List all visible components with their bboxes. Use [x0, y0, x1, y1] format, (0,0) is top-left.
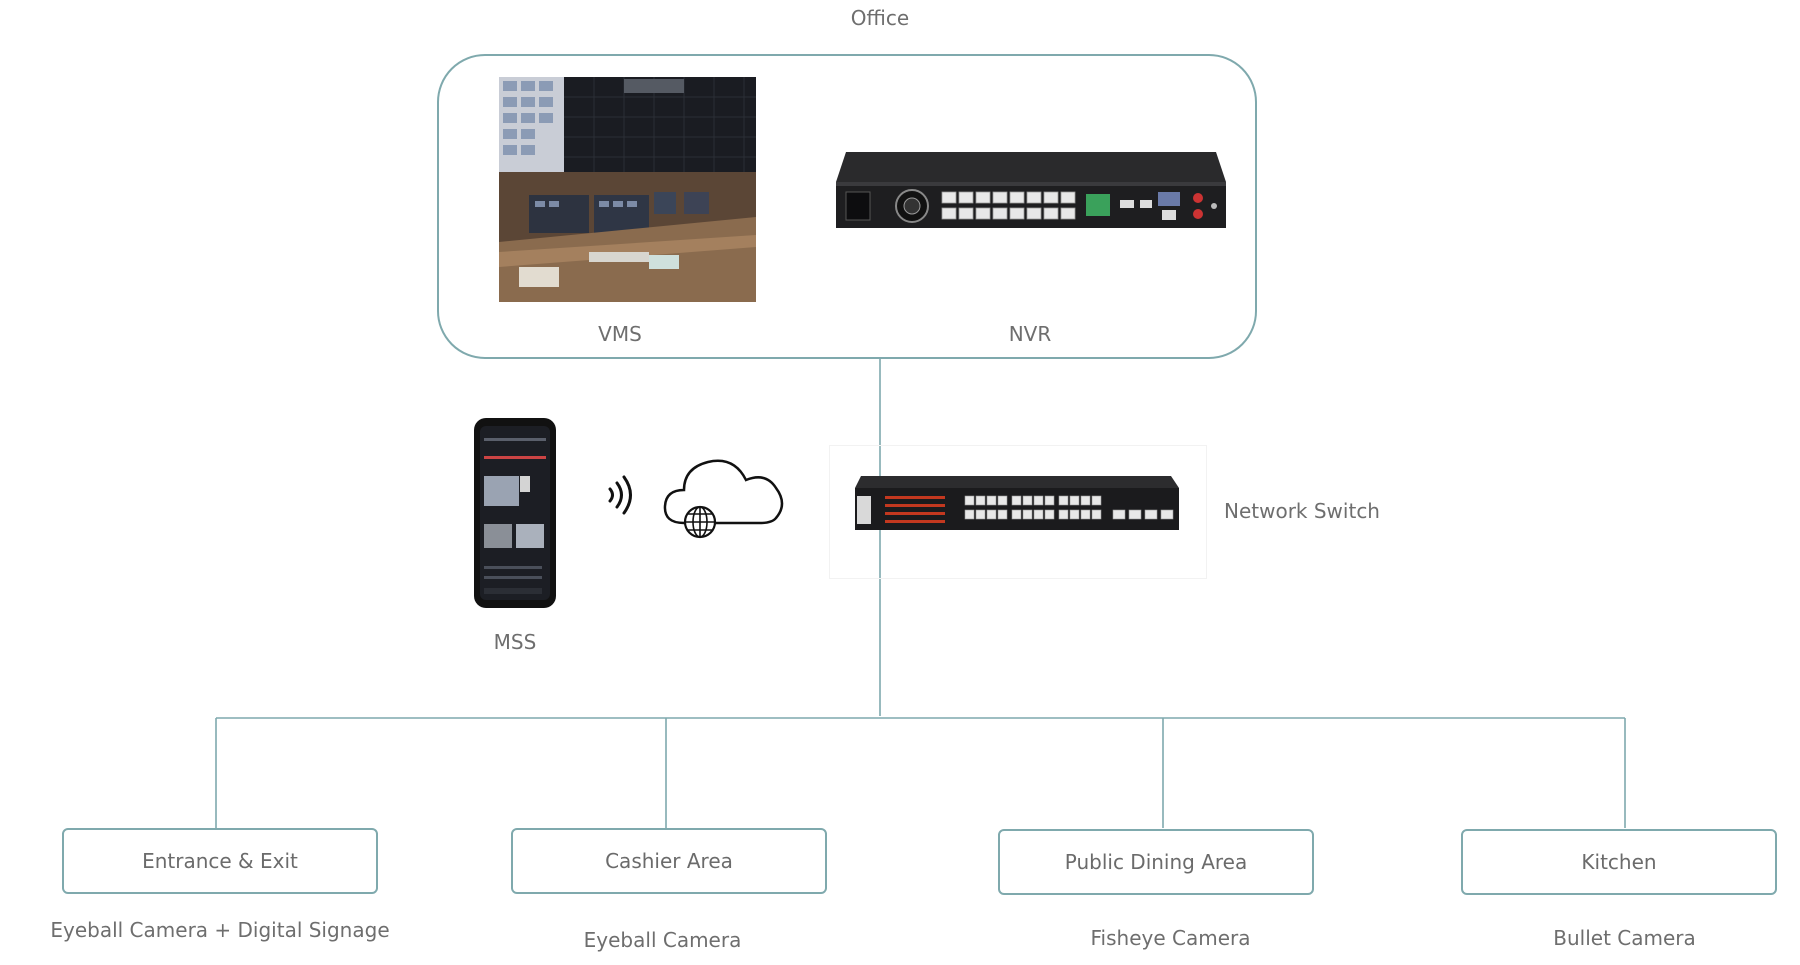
camera-label-entrance-exit: Eyeball Camera + Digital Signage [50, 918, 390, 942]
camera-label-kitchen: Bullet Camera [1553, 926, 1696, 950]
wireless-signal-icon [608, 475, 632, 515]
office-container [437, 54, 1257, 359]
area-public-dining: Public Dining Area [998, 829, 1314, 895]
switch-frame [829, 445, 1207, 579]
camera-label-public-dining: Fisheye Camera [1090, 926, 1251, 950]
vms-label: VMS [598, 322, 642, 346]
mss-label: MSS [493, 630, 537, 654]
nvr-device-image [836, 152, 1226, 228]
mss-phone-image [474, 418, 556, 608]
area-entrance-exit: Entrance & Exit [62, 828, 378, 894]
nvr-label: NVR [1008, 322, 1052, 346]
vms-control-room-image [499, 77, 756, 302]
area-cashier: Cashier Area [511, 828, 827, 894]
cloud-globe-icon [663, 459, 784, 539]
area-kitchen: Kitchen [1461, 829, 1777, 895]
network-switch-label: Network Switch [1224, 499, 1380, 523]
network-switch-image [855, 476, 1179, 530]
office-title: Office [850, 6, 910, 30]
camera-label-cashier: Eyeball Camera [583, 928, 742, 952]
